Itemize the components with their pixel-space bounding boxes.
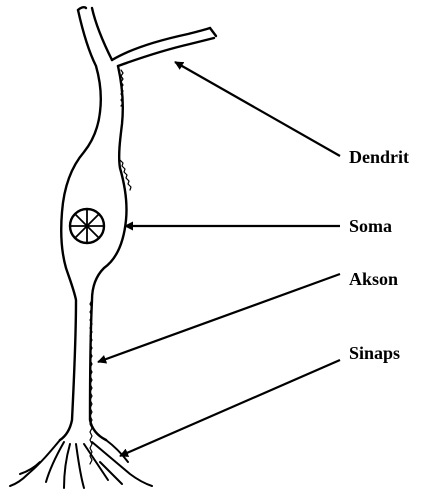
label-sinaps: Sinaps [349, 343, 400, 363]
label-arrows [98, 62, 340, 456]
dendrite-branch-left [78, 7, 86, 10]
dendrit-arrow [175, 62, 340, 156]
neuron-body [10, 7, 216, 488]
label-soma: Soma [349, 216, 392, 236]
dendrite-branch-right-lower [118, 38, 214, 66]
dendrite-branch-right [112, 28, 210, 60]
neuron-right-outline [90, 66, 127, 440]
label-akson: Akson [349, 269, 398, 289]
dendrite-branch-left-inner [92, 8, 112, 60]
nucleus-spokes [70, 209, 104, 243]
sinaps-arrow [120, 360, 340, 456]
neuron-left-outline [60, 10, 101, 440]
akson-arrow [98, 274, 340, 362]
label-dendrit: Dendrit [349, 147, 409, 167]
dendrite-branch-right-tip [210, 28, 216, 36]
axon-terminals [10, 440, 152, 488]
